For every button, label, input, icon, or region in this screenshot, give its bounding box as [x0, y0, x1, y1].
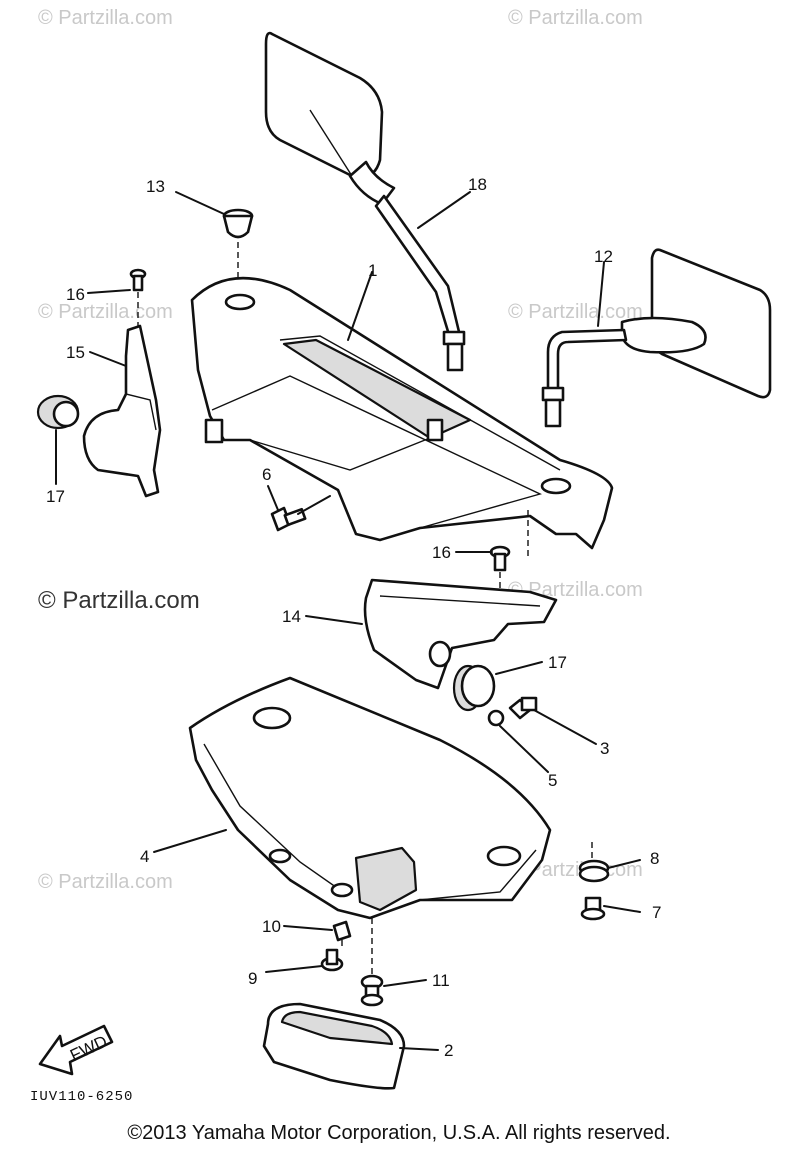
- callout-7: 7: [652, 903, 661, 922]
- callout-2: 2: [444, 1041, 453, 1060]
- diagram-code: IUV110-6250: [30, 1089, 133, 1105]
- nut-8: [578, 859, 610, 883]
- cap-13: [222, 208, 254, 300]
- watermark: © Partzilla.com: [38, 7, 173, 29]
- screw-3: [508, 696, 538, 720]
- callout-3: 3: [600, 739, 609, 758]
- handlebar-cover-lower: [188, 676, 552, 920]
- callout-5: 5: [548, 771, 557, 790]
- grommet-11: [360, 974, 384, 1007]
- watermark: © Partzilla.com: [508, 301, 643, 323]
- watermark: © Partzilla.com: [38, 301, 173, 323]
- callout-1: 1: [368, 261, 377, 280]
- callout-10: 10: [262, 917, 281, 936]
- screw-6: [270, 506, 307, 532]
- callout-16: 16: [432, 543, 451, 562]
- watermark: © Partzilla.com: [38, 871, 173, 893]
- grommet-17-left: [36, 394, 80, 430]
- screw-16-right: [489, 545, 511, 610]
- callout-4: 4: [140, 847, 149, 866]
- callout-16: 16: [66, 285, 85, 304]
- callout-18: 18: [468, 175, 487, 194]
- callout-8: 8: [650, 849, 659, 868]
- callout-17: 17: [46, 487, 65, 506]
- grommet-17-right: [452, 664, 496, 712]
- screw-16-left: [129, 268, 147, 330]
- callout-13: 13: [146, 177, 165, 196]
- leader-lines: [55, 191, 641, 1051]
- callout-11: 11: [432, 971, 450, 990]
- callout-17: 17: [548, 653, 567, 672]
- callout-6: 6: [262, 465, 271, 484]
- handlebar-cover-upper: [190, 276, 614, 550]
- fwd-arrow-icon: FWD: [38, 1024, 114, 1076]
- housing-2: [262, 1002, 406, 1090]
- copyright-notice: ©2013 Yamaha Motor Corporation, U.S.A. A…: [127, 1122, 671, 1144]
- callout-14: 14: [282, 607, 301, 626]
- screw-9: [320, 948, 344, 972]
- callout-12: 12: [594, 247, 613, 266]
- bolt-7: [580, 896, 606, 921]
- mirror-right: [541, 248, 772, 428]
- watermark: © Partzilla.com: [508, 7, 643, 29]
- callout-9: 9: [248, 969, 257, 988]
- clip-10: [332, 920, 352, 942]
- watermark-center: © Partzilla.com: [38, 587, 200, 614]
- washer-5: [487, 709, 505, 727]
- bracket-14: [363, 578, 558, 690]
- callout-15: 15: [66, 343, 85, 362]
- mirror-left: [264, 31, 466, 372]
- bracket-15: [82, 324, 162, 498]
